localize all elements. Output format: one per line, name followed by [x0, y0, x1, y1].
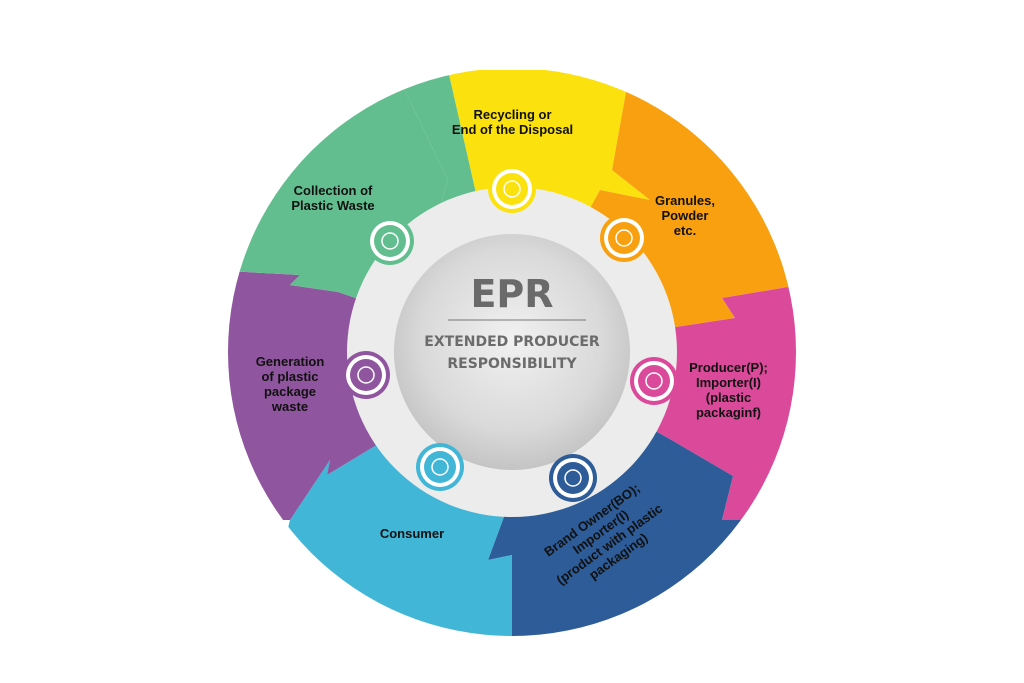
center-subtitle-line2: RESPONSIBILITY — [447, 356, 577, 372]
label-generation: Generation of plastic package waste — [255, 354, 325, 414]
recycle-icon — [488, 165, 536, 213]
no-plastic-icon — [366, 217, 414, 265]
label-recycling: Recycling or End of the Disposal — [451, 107, 574, 137]
label-consumer: Consumer — [379, 526, 445, 541]
label-granules: Granules, Powder etc. — [655, 193, 715, 238]
shopper-icon — [416, 443, 464, 491]
center-subtitle-line1: EXTENDED PRODUCER — [424, 334, 600, 350]
waste-bag-icon — [342, 351, 390, 399]
storefront-icon — [630, 357, 678, 405]
center-title: EPR — [470, 272, 554, 316]
hand-lightbulb-icon — [549, 454, 597, 502]
label-producer: Producer(P); Importer(I) (plastic packag… — [689, 360, 768, 420]
cloud-granules-icon — [600, 214, 648, 262]
label-collection: Collection of Plastic Waste — [291, 183, 375, 213]
center-disc — [394, 234, 630, 470]
